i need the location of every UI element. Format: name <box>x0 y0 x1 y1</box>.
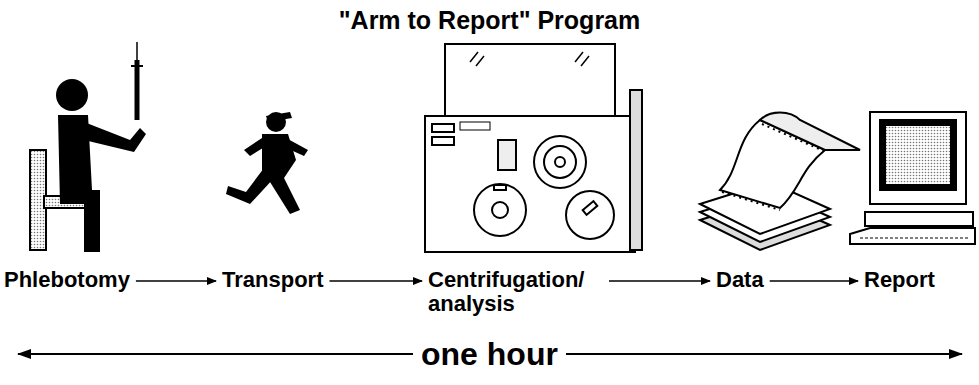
duration-label: one hour <box>413 336 566 372</box>
flow-arrow <box>136 280 216 282</box>
step-label: Transport <box>222 268 323 292</box>
flow-arrow <box>770 280 858 282</box>
flow-arrow <box>609 280 710 282</box>
runner-icon <box>226 112 308 214</box>
analyzer-icon <box>425 44 642 252</box>
step-label: Report <box>864 268 935 292</box>
flow-arrow <box>329 280 422 282</box>
step-label: Centrifugation/ analysis <box>428 268 603 316</box>
title: "Arm to Report" Program <box>0 6 979 35</box>
step-text: Report <box>864 268 935 292</box>
printout-icon <box>700 113 860 251</box>
phlebotomy-icon <box>30 42 146 252</box>
step-label: Phlebotomy <box>4 268 130 292</box>
computer-icon <box>850 112 975 244</box>
step-text: Data <box>716 268 764 292</box>
step-text: Transport <box>222 268 323 292</box>
step-label: Data <box>716 268 764 292</box>
step-text: Centrifugation/ analysis <box>428 268 603 316</box>
step-text: Phlebotomy <box>4 268 130 292</box>
